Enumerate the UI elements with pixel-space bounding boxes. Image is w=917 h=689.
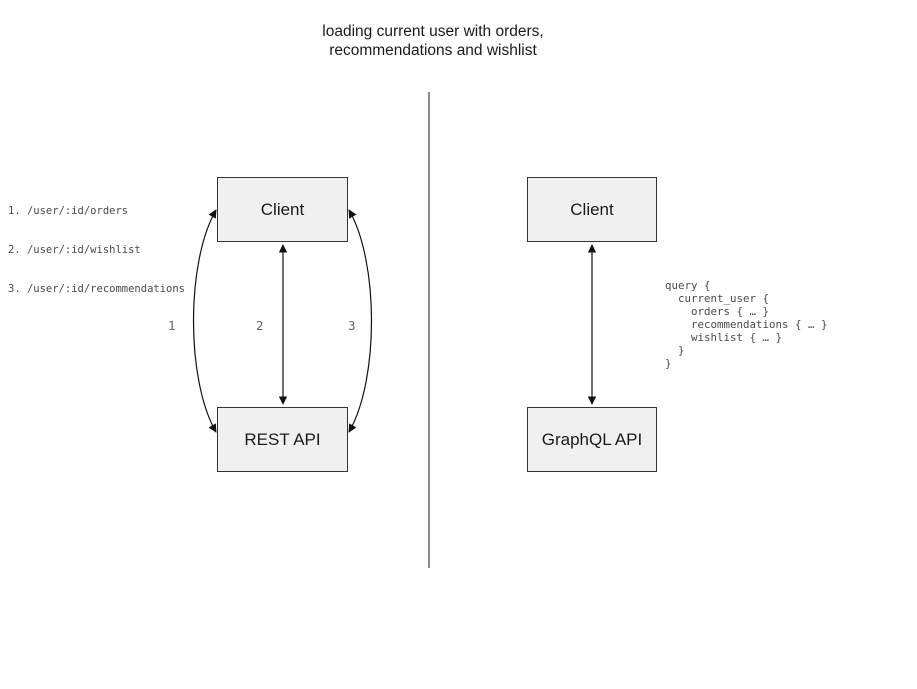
rest-client-label: Client <box>260 199 305 219</box>
diagram-title: loading current user with orders, recomm… <box>253 22 613 60</box>
rest-arrow-1-curve-left <box>192 209 217 433</box>
graphql-api-label: GraphQL API <box>541 429 643 449</box>
arrow-label-2: 2 <box>256 318 264 333</box>
arrow-label-1: 1 <box>168 318 176 333</box>
graphql-query-snippet: query { current_user { orders { … } reco… <box>665 279 828 370</box>
diagram-title-line1: loading current user with orders, <box>322 23 544 40</box>
graphql-client-label: Client <box>570 199 614 219</box>
rest-endpoints-list: 1. /user/:id/orders 2. /user/:id/wishlis… <box>8 179 185 322</box>
rest-client-node: Client <box>217 177 348 242</box>
rest-endpoint-wishlist: 2. /user/:id/wishlist <box>8 244 141 256</box>
arrow-label-3: 3 <box>348 318 356 333</box>
graphql-api-node: GraphQL API <box>527 407 657 472</box>
rest-api-label: REST API <box>244 429 321 449</box>
diagram-title-line2: recommendations and wishlist <box>329 42 537 59</box>
vertical-divider <box>428 92 430 568</box>
rest-api-node: REST API <box>217 407 348 472</box>
rest-endpoint-recommendations: 3. /user/:id/recommendations <box>8 283 186 295</box>
rest-arrow-3-curve-right <box>348 209 373 433</box>
graphql-client-node: Client <box>527 177 657 242</box>
rest-endpoint-orders: 1. /user/:id/orders <box>8 205 129 217</box>
